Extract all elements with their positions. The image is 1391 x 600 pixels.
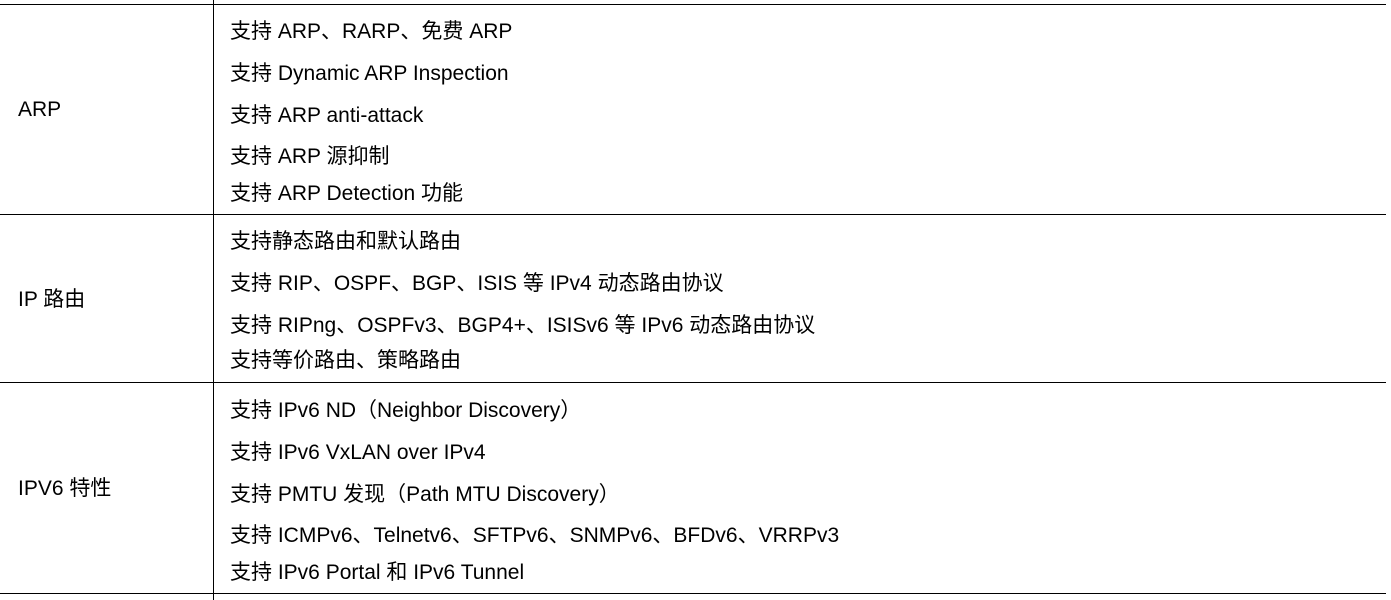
category-label: IP 路由 [18, 288, 86, 311]
feature-item: 支持 ARP Detection 功能 [230, 182, 464, 205]
feature-item: 支持 IPv6 ND（Neighbor Discovery） [230, 399, 582, 422]
category-label: ARP [18, 98, 62, 121]
row-divider [0, 382, 1386, 383]
feature-item: 支持 ARP 源抑制 [230, 145, 390, 168]
feature-item: 支持 RIP、OSPF、BGP、ISIS 等 IPv4 动态路由协议 [230, 272, 724, 295]
row-divider [0, 214, 1386, 215]
feature-item: 支持等价路由、策略路由 [230, 349, 461, 372]
feature-item: 支持 IPv6 VxLAN over IPv4 [230, 441, 486, 464]
row-divider [0, 593, 1386, 594]
feature-item: 支持 ARP anti-attack [230, 104, 424, 127]
column-divider [213, 0, 214, 600]
feature-item: 支持 ICMPv6、Telnetv6、SFTPv6、SNMPv6、BFDv6、V… [230, 524, 840, 547]
feature-item: 支持 RIPng、OSPFv3、BGP4+、ISISv6 等 IPv6 动态路由… [230, 314, 816, 337]
table-border-top [0, 4, 1386, 5]
feature-item: 支持 IPv6 Portal 和 IPv6 Tunnel [230, 561, 525, 584]
feature-item: 支持 Dynamic ARP Inspection [230, 62, 509, 85]
feature-item: 支持静态路由和默认路由 [230, 230, 461, 253]
feature-item: 支持 ARP、RARP、免费 ARP [230, 20, 513, 43]
category-label: IPV6 特性 [18, 477, 112, 500]
feature-item: 支持 PMTU 发现（Path MTU Discovery） [230, 483, 620, 506]
